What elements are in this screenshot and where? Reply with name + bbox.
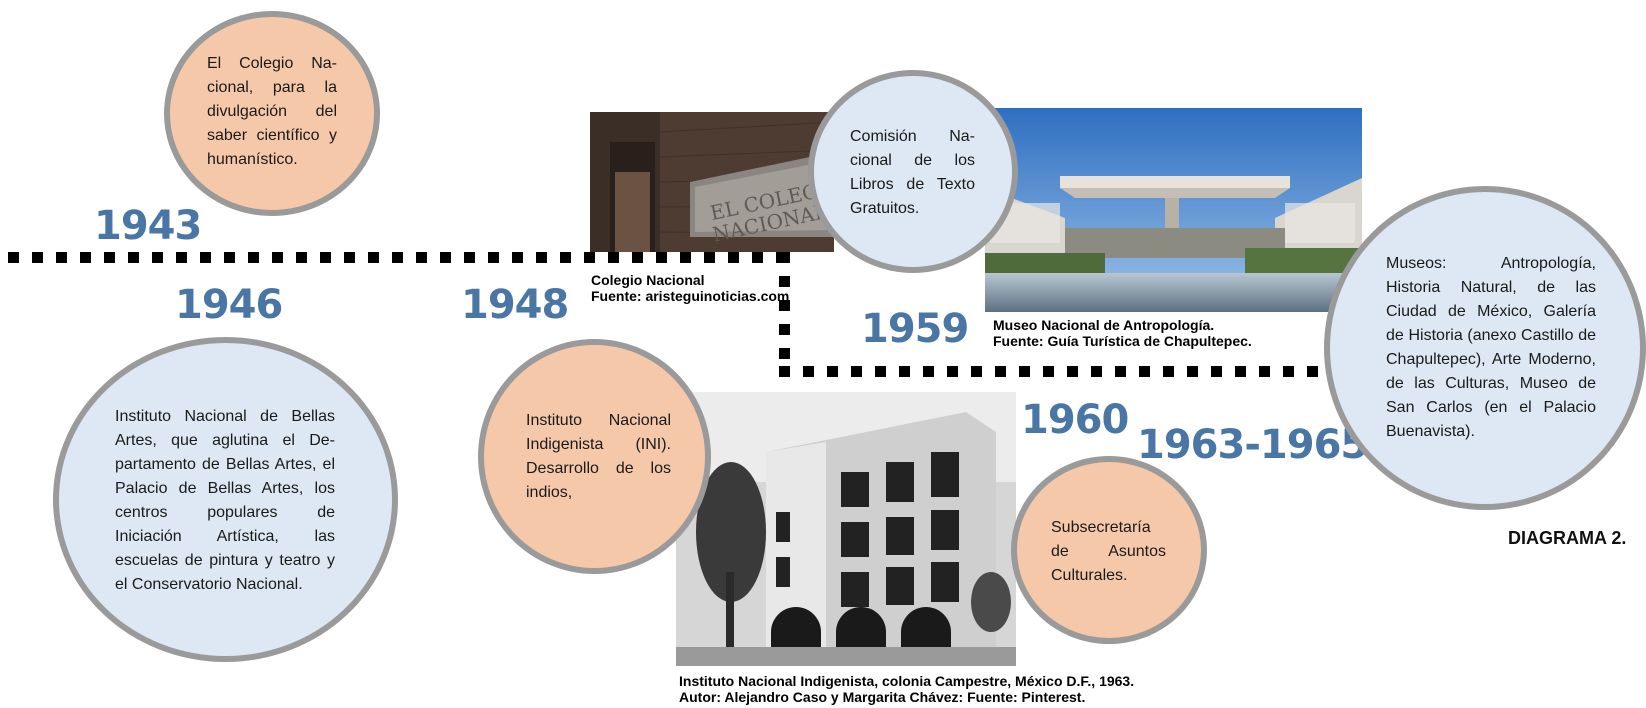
year-1959: 1959 bbox=[861, 306, 969, 352]
caption-ini: Instituto Nacional Indigenista, colonia … bbox=[679, 673, 1134, 705]
text-bellas-artes: Instituto Nacional de Bellas Artes, que … bbox=[115, 408, 335, 593]
circle-bellas-artes bbox=[53, 337, 398, 662]
circle-museos bbox=[1324, 186, 1646, 510]
photo-instituto-indigenista bbox=[676, 392, 1016, 666]
text-comision-libros: Comisión Na-cional de los Libros de Text… bbox=[850, 128, 975, 217]
caption-colegio-line-2: Fuente: aristeguinoticias.com bbox=[591, 288, 790, 304]
caption-ini-line-2: Autor: Alejandro Caso y Margarita Chávez… bbox=[679, 689, 1086, 705]
caption-museo: Museo Nacional de Antropología. Fuente: … bbox=[993, 317, 1252, 349]
year-1943: 1943 bbox=[94, 203, 202, 249]
year-1963-1965: 1963-1965 bbox=[1137, 422, 1368, 468]
caption-ini-line-1: Instituto Nacional Indigenista, colonia … bbox=[679, 673, 1135, 689]
text-museos: Museos: Antropología, Historia Natural, … bbox=[1386, 255, 1596, 440]
photo-colegio-nacional: EL COLEGIO NACIONAL bbox=[590, 112, 834, 252]
caption-colegio-line-1: Colegio Nacional bbox=[591, 272, 705, 288]
timeline-segment-top bbox=[8, 252, 788, 263]
circle-subsecretaria bbox=[1011, 456, 1207, 644]
text-ini: Instituto Nacional Indigenista (INI). De… bbox=[526, 412, 671, 501]
timeline-segment-vertical bbox=[779, 252, 790, 372]
text-colegio-nacional: El Colegio Na-cional, para la divulgació… bbox=[207, 55, 337, 168]
circle-comision-libros bbox=[808, 70, 1018, 273]
caption-museo-line-2: Fuente: Guía Turística de Chapultepec. bbox=[993, 333, 1252, 349]
year-1948: 1948 bbox=[461, 282, 569, 328]
year-1960: 1960 bbox=[1021, 397, 1129, 443]
year-1946: 1946 bbox=[175, 282, 283, 328]
caption-colegio: Colegio Nacional Fuente: aristeguinotici… bbox=[591, 272, 789, 304]
photo-museo-antropologia bbox=[985, 108, 1362, 312]
circle-colegio-nacional bbox=[164, 11, 380, 216]
circle-ini bbox=[478, 339, 711, 574]
caption-museo-line-1: Museo Nacional de Antropología. bbox=[993, 317, 1215, 333]
timeline-segment-bottom bbox=[779, 366, 1331, 377]
diagram-label: DIAGRAMA 2. bbox=[1508, 528, 1627, 548]
text-subsecretaria: Subsecretaría de Asuntos Culturales. bbox=[1051, 519, 1166, 584]
